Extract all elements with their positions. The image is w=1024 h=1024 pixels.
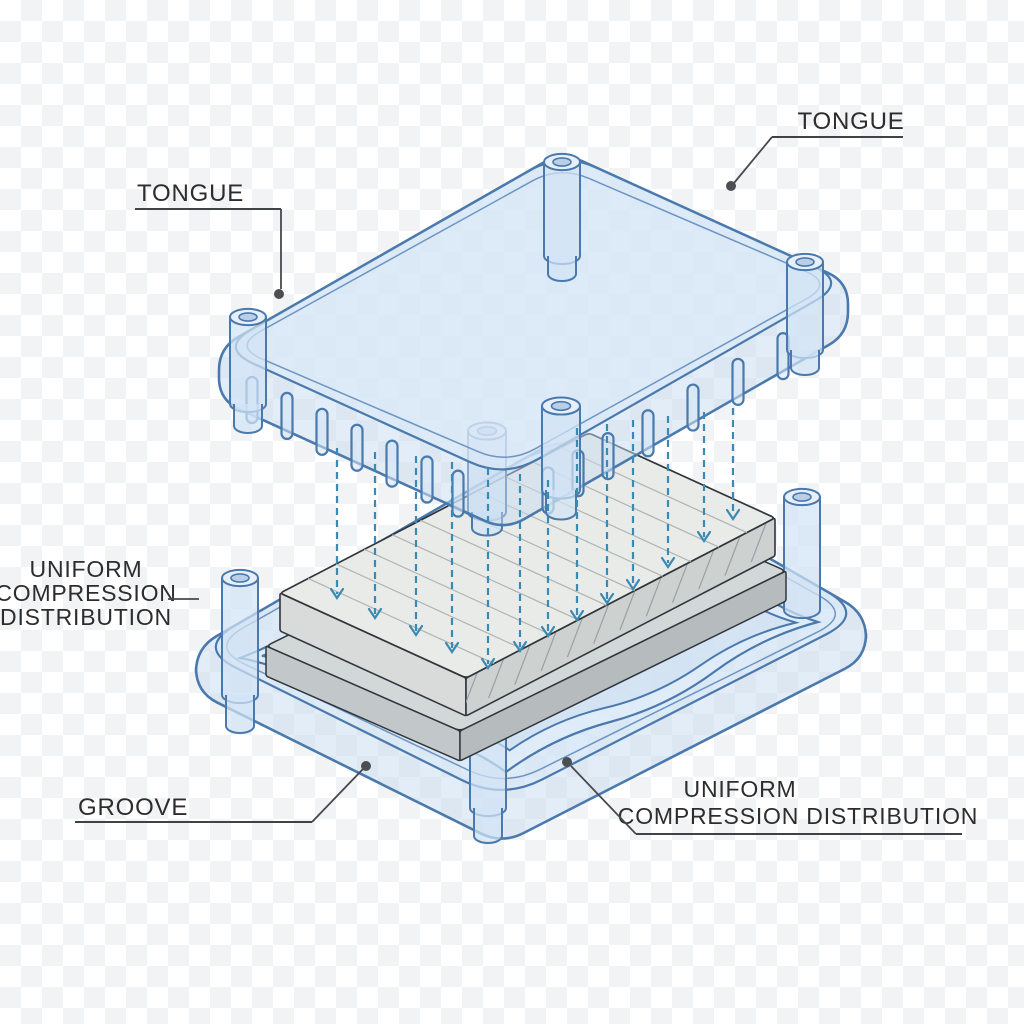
compression-arrow-head [569,609,585,622]
lid-tongue-post-front-hole [550,400,572,412]
lid-housing [217,152,850,527]
hatch-line [540,628,558,672]
compression-arrow-head [480,657,496,670]
lid-tongue-post-right-hole [795,257,815,267]
lid-vent-slot-right [641,409,655,458]
lid-tongue-post-left [229,316,267,414]
groove-leader [311,768,364,823]
lid-vent-slot-left [420,455,434,504]
ucd-right-line2: COMPRESSION DISTRIBUTION [618,803,978,829]
lid-vent-slot-left [451,469,465,518]
lid-vent-slot-right [601,432,615,481]
hatch-line [750,519,768,563]
lid-vent-slot-left [315,407,329,456]
ucd-left-line1: UNIFORM [30,556,143,582]
ucd-left-line2: COMPRESSION [0,580,177,606]
ucd-right-line1: UNIFORM [684,776,797,802]
lid-vent-slot-right [776,332,790,381]
lid-tongue-post-back-hole [552,157,572,167]
ucd-right-dot [562,757,572,767]
hatch-line [566,614,584,658]
plate-top-hatch-line [335,563,523,650]
gasket-plate-stack [265,433,846,762]
compression-arrow-head [408,624,424,637]
hatch-line [488,655,506,699]
base-post-foot-front [473,808,503,844]
lid-vent-slot-left [350,423,364,472]
plate-right-hatch [466,479,846,712]
ucd-right-leader [570,765,637,835]
tongue-right-dot [726,181,736,191]
groove-dot [361,761,371,771]
compression-arrow-head [444,641,460,654]
compression-arrow-head [625,578,641,591]
hatch-line [830,479,846,521]
lid-vent-slot-right [686,383,700,432]
lid-tongue-post-left-hole [238,312,258,322]
tongue-left-dot [274,289,284,299]
hatch-line [645,574,663,617]
hatch-line [593,601,611,644]
lid-tongue-post-back [543,161,581,266]
compression-arrow-head [512,640,528,653]
base-corner-post-left-hole [230,573,250,583]
lid-tongue-tip-front [545,490,577,521]
compression-arrow-head [725,508,741,521]
lower-plate-right-face [459,570,787,762]
plate-top-hatch-line [307,577,495,665]
hatch-line [619,587,637,631]
compression-arrow-head [660,556,676,569]
compression-arrow-head [540,625,556,638]
hatch-line [466,669,479,712]
lid-tongue-post-right [786,261,824,360]
lid-vent-slot-left [385,439,399,488]
compression-arrow-head [367,607,383,620]
hatch-line [698,546,716,590]
lid-tongue-tip-back [547,256,577,282]
compression-arrow-head [696,530,712,543]
compression-arrows [329,408,741,670]
base-corner-post-left [221,577,259,705]
lid-vent-slot-right [731,357,745,406]
base-post-foot-left [225,695,255,734]
lid-tongue-tip-left [233,404,263,434]
hatch-line [724,533,742,576]
ucd-left-line3: DISTRIBUTION [0,604,172,630]
base-corner-post-right-hole [792,492,812,502]
compression-arrow-head [599,592,615,605]
lid-vent-slot-left [280,391,294,441]
tongue-right-leader [733,136,773,184]
hatch-line [671,560,690,604]
tongue-right-label: TONGUE [797,108,904,135]
base-corner-post-right [783,496,821,620]
tongue-left-label: TONGUE [137,180,244,207]
groove-label: GROOVE [78,794,188,821]
callouts: TONGUE TONGUE UNIFORM COMPRESSION DISTRI… [0,108,978,835]
lid-tongue-tip-right [790,350,820,376]
compression-arrow-head [329,587,345,600]
hatch-line [514,642,532,685]
